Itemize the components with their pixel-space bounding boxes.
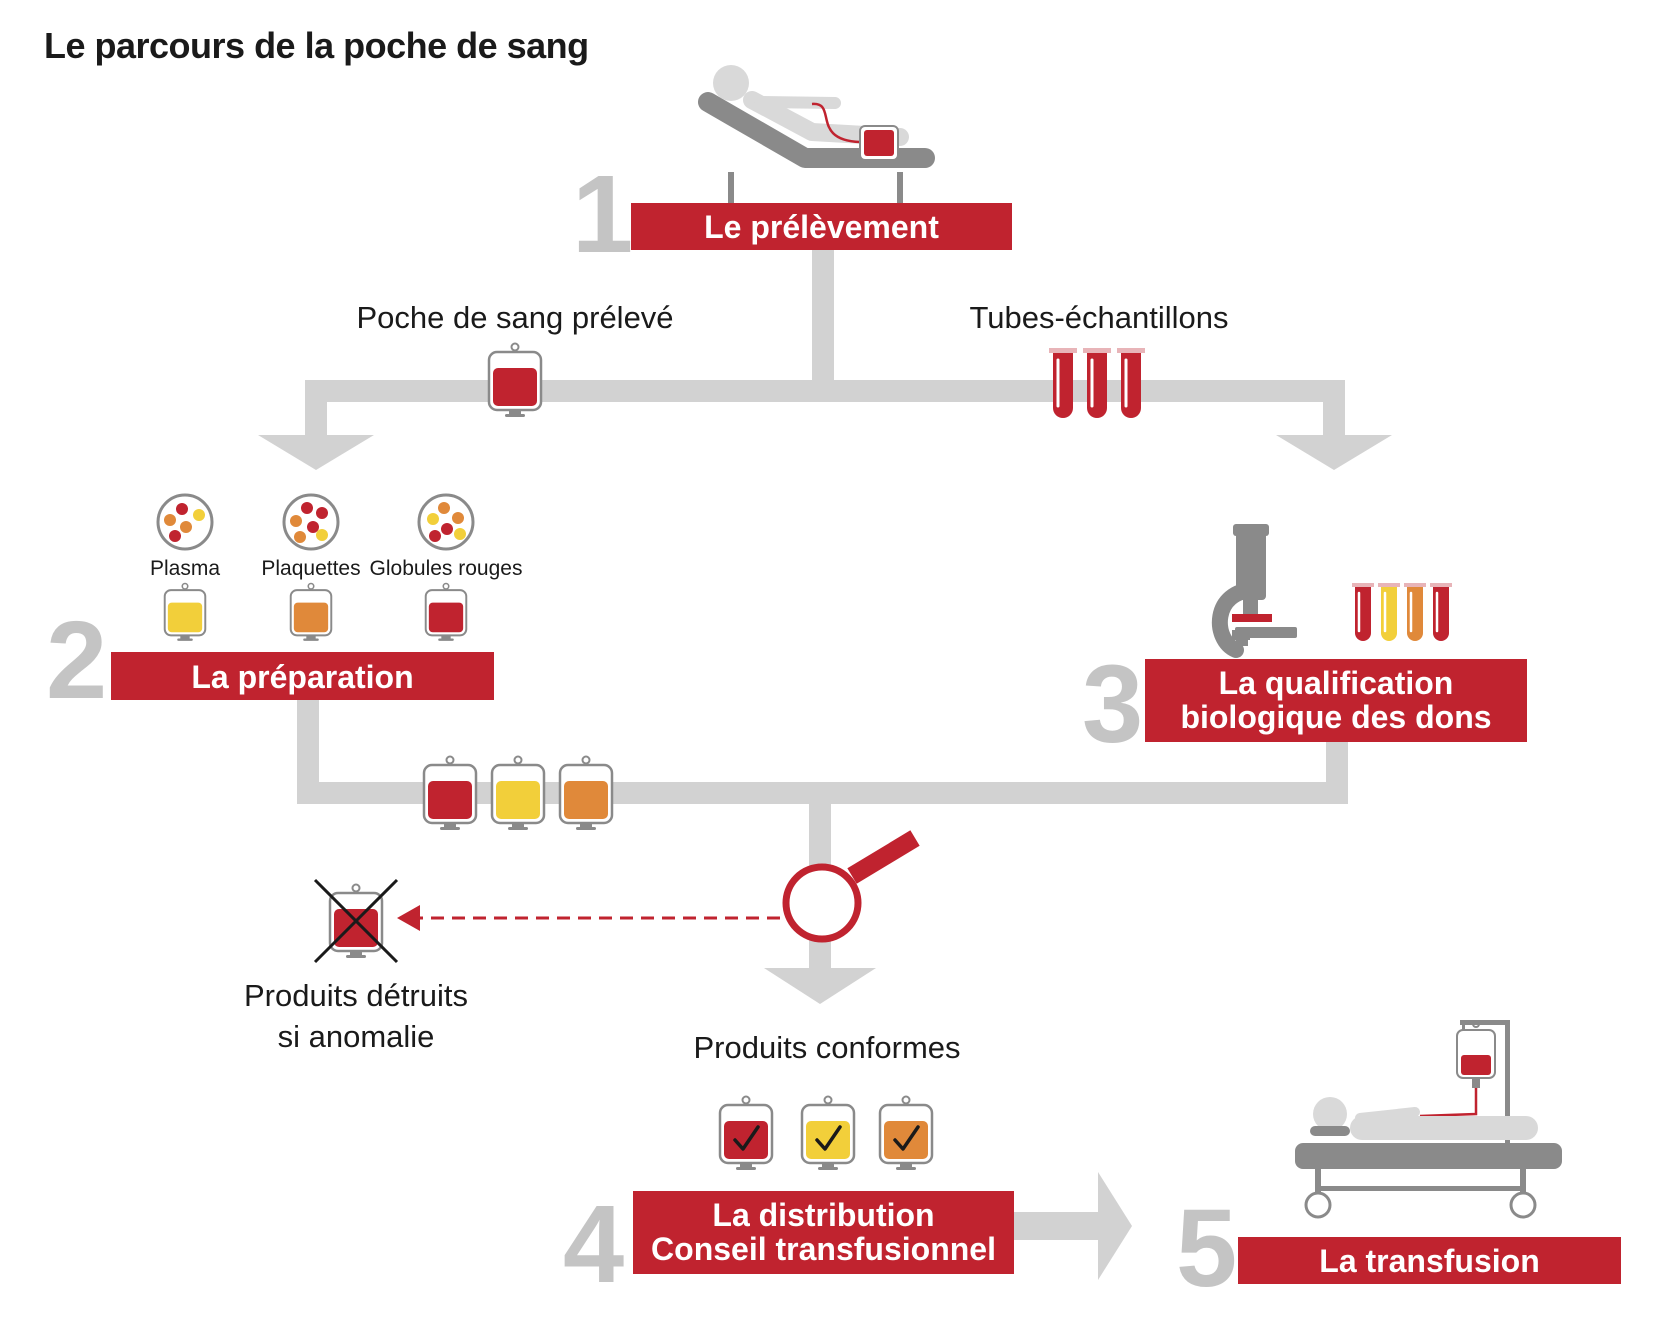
step-4-label-line1: La distribution — [712, 1197, 934, 1233]
step-3-label-line1: La qualification — [1219, 665, 1454, 701]
donor-bed-icon — [698, 65, 935, 227]
blood-bag-icon — [487, 342, 543, 419]
step-5-number: 5 — [1176, 1187, 1237, 1310]
approved-red-bag-icon — [718, 1095, 774, 1172]
check-icon — [733, 1125, 760, 1151]
approved-platelet-bag-icon — [878, 1095, 934, 1172]
magnifier-icon — [782, 830, 920, 943]
petri-dish-icon-plasma — [156, 493, 214, 551]
label-plasma: Plasma — [150, 557, 220, 580]
label-detruits-line1: Produits détruits — [244, 978, 468, 1013]
step-1-label: Le prélèvement — [704, 209, 939, 245]
patient-bed-icon — [1295, 1020, 1562, 1219]
step-3-number: 3 — [1082, 643, 1143, 766]
label-tubes: Tubes-échantillons — [969, 300, 1228, 335]
label-globules: Globules rouges — [370, 557, 523, 580]
label-detruits-line2: si anomalie — [278, 1019, 435, 1054]
petri-dish-icon-globules — [417, 493, 475, 551]
test-tubes-icon-colored — [1352, 583, 1452, 641]
arrow-down-right — [1276, 435, 1392, 470]
plasma-bag-icon — [163, 582, 207, 642]
step-2-number: 2 — [46, 599, 107, 722]
step-1-box — [631, 203, 1012, 250]
arrow-left-red — [397, 905, 420, 931]
plasma-bag-icon-line — [490, 755, 546, 832]
step-1-number: 1 — [572, 153, 633, 276]
destroyed-bag-icon — [328, 883, 384, 960]
approved-plasma-bag-icon — [800, 1095, 856, 1172]
step-5-label: La transfusion — [1319, 1243, 1539, 1279]
step-3-label-line2: biologique des dons — [1180, 699, 1491, 735]
step-2-label: La préparation — [191, 659, 413, 695]
platelet-bag-icon-line — [558, 755, 614, 832]
test-tubes-icon — [1049, 348, 1145, 418]
cross-icon — [313, 878, 399, 964]
check-icon — [893, 1125, 920, 1151]
microscope-icon — [1211, 524, 1297, 658]
arrow-right — [1098, 1172, 1132, 1280]
label-conformes: Produits conformes — [693, 1030, 960, 1065]
step-5-box — [1238, 1237, 1621, 1284]
label-plaquettes: Plaquettes — [261, 557, 360, 580]
step-3-box — [1145, 659, 1527, 742]
petri-dish-icon-plaquettes — [282, 493, 340, 551]
red-cell-bag-icon-line — [422, 755, 478, 832]
diagram-title: Le parcours de la poche de sang — [44, 25, 589, 66]
check-icon — [815, 1125, 842, 1151]
step-4-number: 4 — [563, 1183, 624, 1306]
step-4-box — [633, 1191, 1014, 1274]
step-2-box — [111, 652, 494, 700]
arrow-down-center — [764, 968, 876, 1004]
step-4-label-line2: Conseil transfusionnel — [651, 1231, 996, 1267]
red-cell-bag-icon — [424, 582, 468, 642]
arrow-down-left — [258, 435, 374, 470]
platelet-bag-icon — [289, 582, 333, 642]
label-poche: Poche de sang prélevé — [356, 300, 673, 335]
